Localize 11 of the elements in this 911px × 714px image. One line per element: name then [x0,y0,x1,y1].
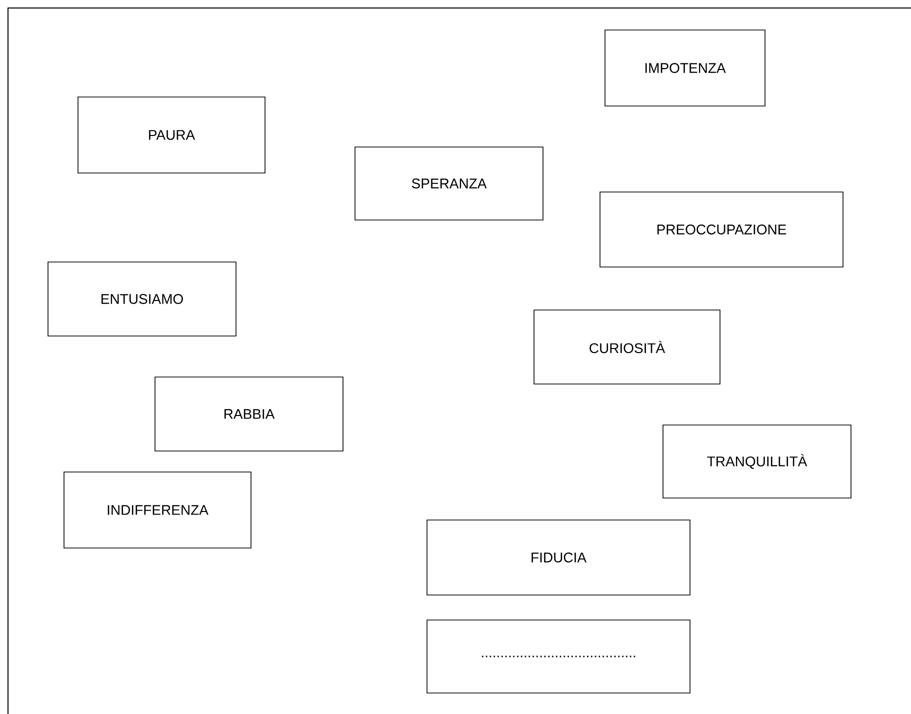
word-box: ENTUSIAMO [48,262,236,336]
word-box: FIDUCIA [426,520,690,596]
word-box: CURIOSITÀ [534,310,720,384]
word-box: PREOCCUPAZIONE [600,192,844,268]
word-box: INDIFFERENZA [64,472,252,548]
word-box: ........................................ [426,620,690,694]
word-box: PAURA [78,96,266,174]
word-box: RABBIA [154,376,344,452]
word-box: TRANQUILLITÀ [662,424,852,498]
word-box: IMPOTENZA [604,30,766,106]
word-box: SPERANZA [354,146,544,220]
